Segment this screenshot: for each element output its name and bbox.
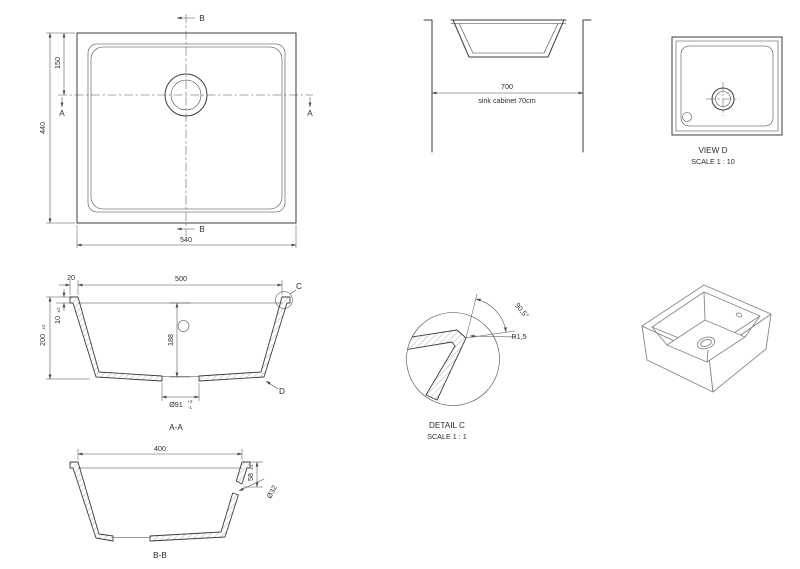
bowl-rim-edge [87,43,286,213]
section-bb: 400 58 ±1 Ø32 B-B [69,444,279,560]
rim-corner-section [406,329,467,401]
section-a-label-left: A [59,109,65,118]
detail-c-scale: SCALE 1 : 1 [427,432,467,441]
iso-bowl-corner [703,291,706,321]
drain-inner [715,91,731,107]
dim-58-tol: ±1 [249,464,254,470]
section-aa-title: A-A [169,423,183,432]
sink-outline [671,36,783,136]
dim-540: 540 [180,235,192,244]
dim-10: 10 [53,316,62,324]
view-d-scale: SCALE 1 : 10 [691,157,735,166]
dim-angle: 90,5° [513,301,531,320]
radius-leader [469,334,517,338]
iso-drain-inner [700,339,712,347]
section-bb-title: B-B [153,551,167,560]
angle-arc [475,298,507,333]
section-b-label-bottom: B [199,225,205,234]
dim-10-tol: ±2 [56,307,61,313]
dim-radius: R1,5 [511,332,526,341]
front-view: 700 sink cabinet 70cm [423,19,592,153]
angle-ref-line-1 [465,293,478,339]
section-aa: 500 20 10 ±2 200 ±2 188 Ø91 +2 -1 C D A-… [38,273,302,432]
dim-91-tol-lower: -1 [188,405,193,410]
bowl-bottom-edge [90,46,283,210]
isometric-view [641,284,772,393]
sink-outline [76,32,297,224]
iso-bowl-corner [651,326,668,346]
section-a-label-right: A [307,109,313,118]
detail-c-title: DETAIL C [429,421,465,430]
dim-91-tol-upper: +2 [187,399,193,404]
dim-58: 58 [246,473,255,481]
iso-bowl-corner [744,315,761,338]
drain-outer [164,73,208,117]
view-d-title: VIEW D [698,146,727,155]
dim-150: 150 [53,57,62,69]
cut-material-left [69,296,163,382]
back-wall-hole [177,320,190,332]
drain-outer [711,87,735,111]
sink-profile-inner [458,23,559,54]
plan-view: B B A A 440 150 540 [38,14,313,248]
dim-200: 200 [38,334,47,346]
dim-20: 20 [67,273,75,282]
cabinet-caption: sink cabinet 70cm [478,96,536,105]
section-b-label-top: B [199,14,205,23]
dim-400: 400 [154,444,166,453]
dim-drain-91: Ø91 [169,400,183,409]
dim-overflow-32: Ø32 [265,484,279,500]
cut-material-right [198,296,291,382]
cut-material-right-lower [149,492,239,542]
overflow-hole [682,112,692,122]
detail-boundary [406,312,500,406]
drain-inner [170,79,202,111]
iso-overflow-hole [735,312,743,318]
bowl-rim-edge [675,40,779,132]
detail-c-letter: C [296,282,302,291]
cut-material-right-upper [235,461,251,485]
detail-c-circle [275,291,293,309]
dim-700: 700 [501,82,513,91]
sink-profile-outer [452,19,565,58]
dim-188: 188 [166,334,175,346]
detail-c: 90,5° R1,5 DETAIL C SCALE 1 : 1 [406,293,531,441]
leader-line-32 [238,478,265,492]
cut-material-left [69,461,114,542]
dim-500: 500 [175,274,187,283]
iso-bowl-corner [706,349,709,363]
bowl-bottom-edge [680,45,774,127]
view-d: VIEW D SCALE 1 : 10 [671,36,783,166]
dim-200-tol: ±2 [41,324,46,330]
leader-line-d [265,380,279,390]
detail-d-letter: D [279,387,285,396]
leader-line [289,289,297,295]
dim-440: 440 [38,122,47,134]
